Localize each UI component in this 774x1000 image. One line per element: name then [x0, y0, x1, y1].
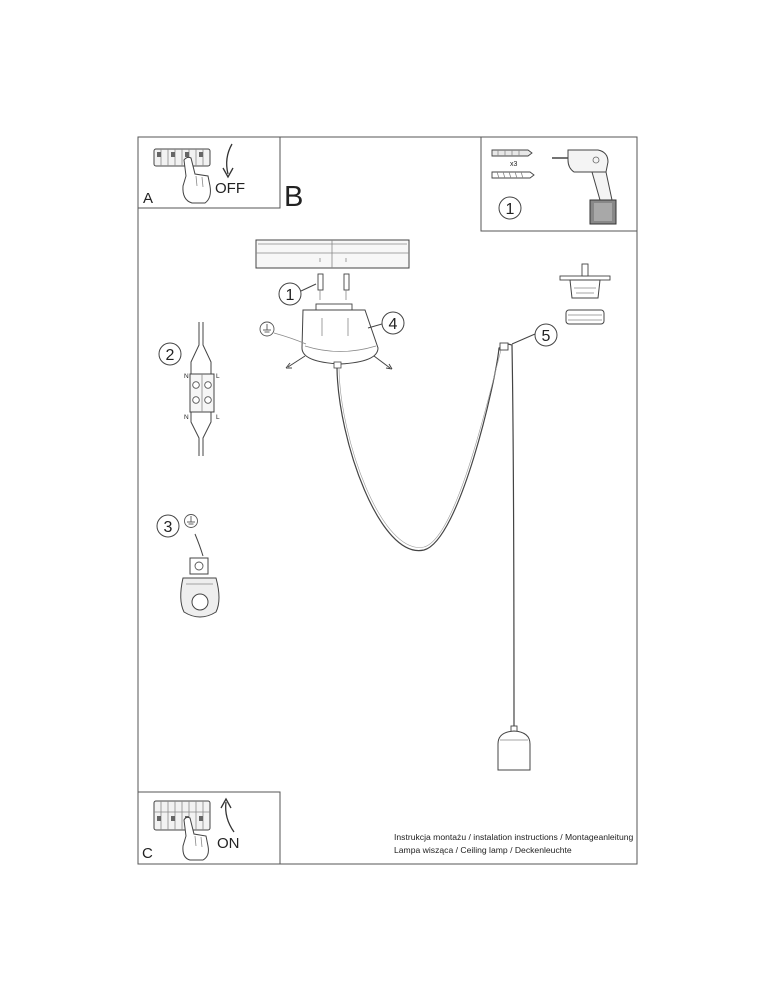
pendant-cable [336, 343, 515, 733]
hand-icon [182, 816, 209, 861]
ground-connection-step: 3 [156, 514, 220, 618]
canopy [301, 303, 379, 369]
cable-gland-detail [559, 263, 611, 325]
panel-a-letter: A [143, 190, 153, 207]
footer-product-title: Lampa wisząca / Ceiling lamp / Deckenleu… [394, 845, 572, 855]
lamp-shade [497, 725, 531, 771]
arrow-up-icon [220, 797, 235, 833]
hand-icon [182, 156, 211, 204]
panel-a-frame [137, 136, 281, 209]
mounting-screws [317, 258, 350, 300]
ceiling-slab [255, 239, 410, 269]
wall-anchor-icon [491, 149, 533, 157]
arrow-down-icon [222, 143, 234, 179]
wiring-terminal-step: 2 N L N L [158, 322, 220, 456]
anchor-quantity-text: x3 [510, 161, 518, 168]
panel-c-frame [137, 791, 281, 865]
ground-symbol-icon [259, 321, 307, 345]
step-3-badge: 3 [156, 514, 180, 538]
step-2-badge: 2 [158, 342, 182, 366]
footer-instructions-title: Instrukcja montażu / instalation instruc… [394, 832, 634, 842]
terminal-n-bottom: N [184, 414, 189, 421]
tools-panel-frame [480, 136, 638, 232]
rotate-arrows-icon [285, 355, 393, 370]
tools-panel: x3 1 [480, 136, 638, 232]
terminal-block-icon [189, 322, 215, 456]
step-1-badge: 1 [278, 282, 317, 306]
panel-c-letter: C [142, 845, 153, 862]
step-4-number: 4 [389, 316, 398, 333]
step-1-tools-number: 1 [506, 201, 515, 218]
circuit-breaker-icon [153, 148, 211, 167]
ground-lug-icon [180, 557, 220, 618]
step-5-badge: 5 [511, 323, 558, 347]
step-2-number: 2 [166, 347, 175, 364]
sheet-border [137, 136, 638, 865]
panel-a-power-off: A OFF [137, 136, 281, 209]
ceiling-mount-assembly: 1 4 [255, 239, 611, 771]
panel-c-action-text: ON [217, 835, 240, 852]
panel-c-power-on: C ON [137, 791, 281, 865]
cable-grip [499, 342, 509, 351]
panel-a-action-text: OFF [215, 180, 245, 197]
step-5-number: 5 [542, 328, 551, 345]
screw-icon [491, 171, 535, 179]
terminal-l-top: L [216, 373, 220, 380]
step-4-badge: 4 [367, 311, 405, 335]
step-3-number: 3 [164, 519, 173, 536]
panel-b-letter: B [284, 181, 303, 213]
ground-symbol-icon [184, 514, 198, 528]
terminal-l-bottom: L [216, 414, 220, 421]
step-1-number: 1 [286, 287, 295, 304]
drill-icon [552, 149, 617, 225]
terminal-n-top: N [184, 373, 189, 380]
step-1-tools-badge: 1 [498, 196, 522, 220]
circuit-breaker-icon [153, 800, 211, 831]
